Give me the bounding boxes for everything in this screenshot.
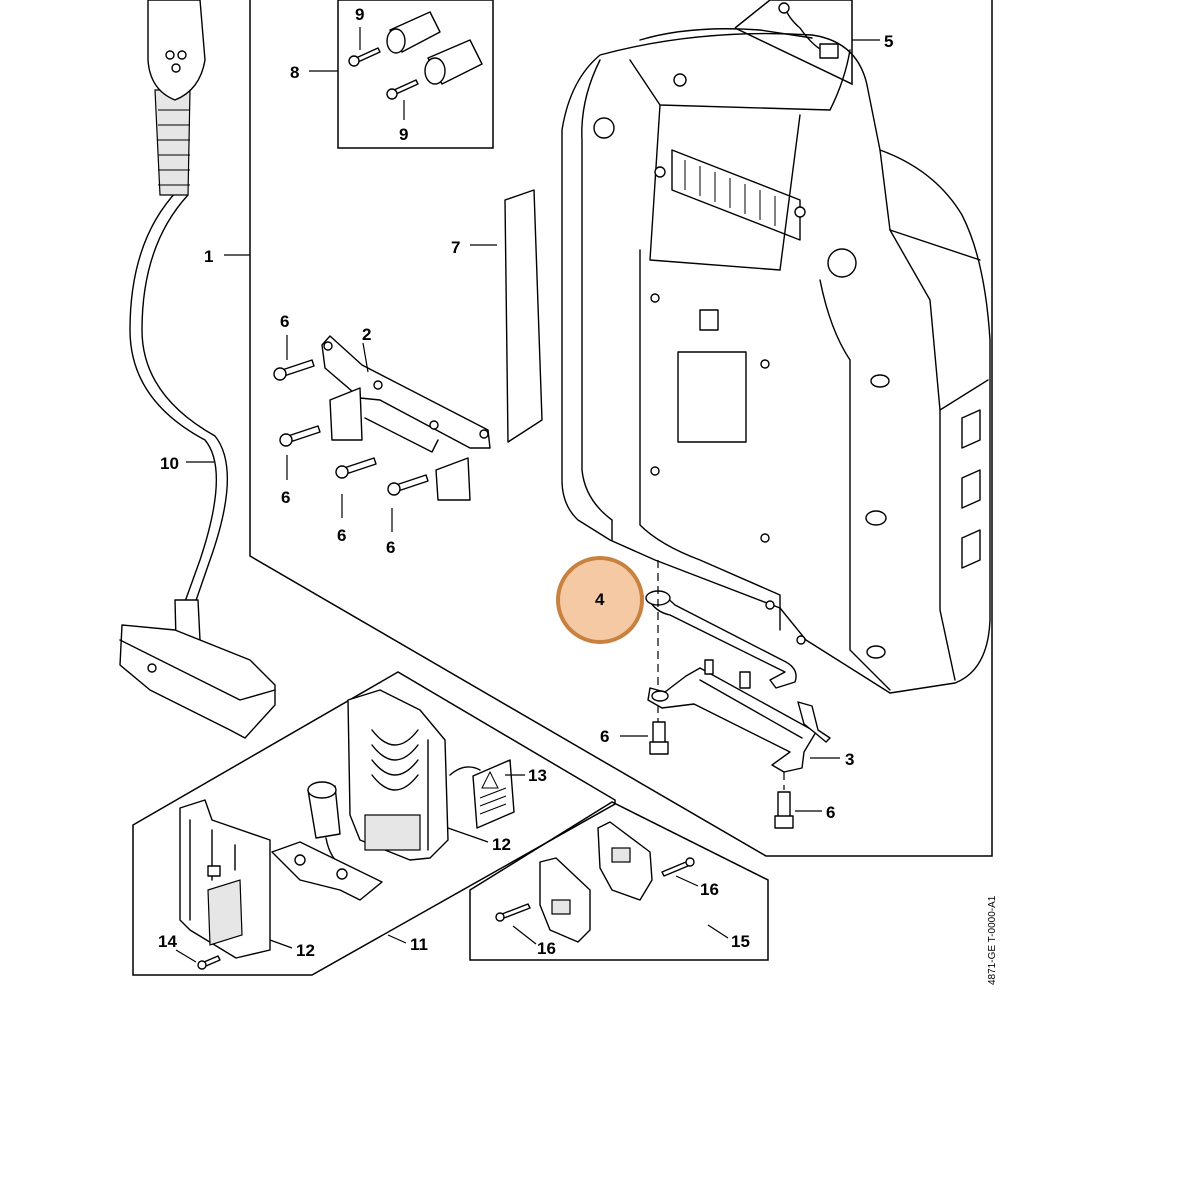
screw [661, 857, 695, 877]
callout-5[interactable]: 5 [884, 32, 893, 51]
part-15-inset-frame [469, 801, 769, 961]
screws-16 [495, 857, 695, 922]
callout-6[interactable]: 6 [281, 488, 290, 507]
callout-2[interactable]: 2 [362, 325, 371, 344]
connector-socket [307, 781, 346, 869]
callout-16[interactable]: 16 [537, 939, 556, 958]
part-7-strip [504, 189, 543, 443]
screw [774, 791, 794, 829]
hose-cable-10 [119, 0, 276, 739]
battery-housing [561, 28, 991, 694]
callout-1[interactable]: 1 [204, 247, 213, 266]
callout-6[interactable]: 6 [826, 803, 835, 822]
circuit-board [271, 841, 383, 901]
sleeve-lower [424, 39, 483, 85]
callout-12[interactable]: 12 [296, 941, 315, 960]
callout-16[interactable]: 16 [700, 880, 719, 899]
part-12-holder-right [347, 689, 449, 861]
sleeve-upper [386, 11, 441, 54]
callout-3[interactable]: 3 [845, 750, 854, 769]
screws-6-right [649, 721, 794, 829]
document-code: 4871-GE T-0000-A1 [987, 895, 998, 985]
part-13-label [449, 759, 515, 829]
callout-9[interactable]: 9 [399, 125, 408, 144]
callout-11[interactable]: 11 [410, 935, 428, 954]
screw [387, 474, 429, 496]
part-2-bracket [321, 335, 491, 501]
callout-6[interactable]: 6 [337, 526, 346, 545]
screws-6-left [273, 359, 429, 496]
callout-10[interactable]: 10 [160, 454, 179, 473]
part-5-inset [734, 0, 853, 86]
callout-15[interactable]: 15 [731, 932, 750, 951]
part-3-bracket [647, 659, 831, 790]
callout-9[interactable]: 9 [355, 5, 364, 24]
screw [279, 425, 321, 447]
screw [649, 721, 669, 755]
callout-8[interactable]: 8 [290, 63, 299, 82]
part-12-holder-left [179, 799, 271, 959]
callout-6[interactable]: 6 [386, 538, 395, 557]
callout-12[interactable]: 12 [492, 835, 511, 854]
part-15-clip-right [597, 821, 653, 901]
callout-7[interactable]: 7 [451, 238, 460, 257]
highlight-marker-4[interactable] [556, 556, 644, 644]
screw-9-upper [348, 47, 381, 67]
callout-4[interactable]: 4 [595, 590, 605, 609]
handle-vent-slots [671, 149, 801, 241]
screw-9-lower [386, 79, 419, 100]
part-4-rod [645, 560, 797, 700]
callout-14[interactable]: 14 [158, 932, 177, 951]
screw [335, 457, 377, 479]
callout-6[interactable]: 6 [600, 727, 609, 746]
part-14-screw [197, 955, 221, 970]
part-15-clip-left [539, 857, 591, 943]
part-8-inset [337, 0, 494, 149]
screw [495, 903, 531, 922]
callout-6[interactable]: 6 [280, 312, 289, 331]
screw [273, 359, 315, 381]
callout-labels: 1 2 3 4 5 6 6 6 6 6 6 7 8 9 9 10 11 12 1… [158, 5, 893, 960]
callout-13[interactable]: 13 [528, 766, 547, 785]
assembly-frame-1 [249, 0, 993, 857]
leader-lines [175, 27, 880, 963]
